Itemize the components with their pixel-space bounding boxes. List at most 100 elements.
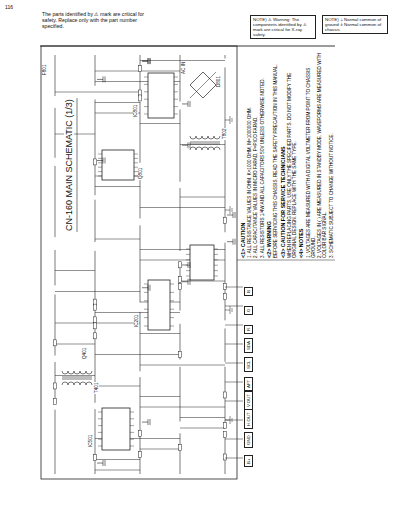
ground-symbol	[232, 118, 233, 122]
bus-wire	[55, 166, 56, 237]
ic-pin	[214, 254, 218, 255]
ground-symbol	[232, 308, 233, 312]
capacitor-plate	[105, 460, 106, 466]
bus-wire	[55, 250, 56, 286]
wire	[180, 144, 225, 145]
ic-pin	[170, 300, 174, 301]
wire	[140, 123, 180, 124]
ic-pin	[98, 432, 102, 433]
capacitor-plate	[235, 212, 236, 218]
notes-panel: <1> CAUTION1. ALL RESISTANCE VALUES IN O…	[239, 50, 335, 258]
ic-package	[190, 245, 214, 280]
wire	[140, 333, 180, 334]
ic-pin	[144, 91, 148, 92]
wire	[140, 407, 225, 408]
wire	[180, 428, 225, 429]
part-name: IC201	[134, 314, 139, 328]
resistor-symbol	[94, 333, 97, 339]
capacitor-plate	[142, 287, 148, 288]
transformer-core	[190, 144, 220, 145]
wire	[55, 92, 140, 93]
transformer-coil	[190, 147, 220, 150]
wire	[140, 365, 225, 366]
pin-name: R	[244, 325, 253, 334]
connector-lead	[225, 287, 243, 288]
ic-pin	[98, 425, 102, 426]
note-text: 3. SCHEMATIC SUBJECT TO CHANGE WITHOUT N…	[329, 50, 334, 258]
ic-pin	[144, 309, 148, 310]
frame-line	[40, 46, 335, 47]
ic-pin	[174, 99, 178, 100]
ic-pin	[170, 309, 174, 310]
resistor-symbol	[224, 293, 227, 299]
ic-package	[148, 280, 170, 330]
bus-wire	[95, 251, 96, 320]
note-text: 3. ALL RESISTORS 1/4W AND ALL CAPACITORS…	[260, 50, 265, 258]
resistor-symbol	[224, 283, 227, 289]
bus-wire	[55, 410, 56, 474]
pin-name: V.OUT	[244, 391, 253, 410]
ic-pin	[130, 446, 134, 447]
capacitor-plate	[150, 285, 151, 291]
capacitor-plate	[188, 262, 189, 268]
ic-pin	[130, 432, 134, 433]
capacitor-plate	[97, 160, 103, 161]
bus-wire	[225, 367, 226, 429]
pin-name: B	[244, 287, 253, 296]
pin-name: SDA	[244, 338, 253, 353]
wire	[55, 375, 95, 376]
wire	[180, 417, 225, 418]
wire	[95, 71, 180, 72]
wire	[180, 197, 225, 198]
capacitor-plate	[103, 157, 104, 163]
wire	[140, 449, 180, 450]
pin-name: SCL	[244, 357, 253, 372]
resistor-symbol	[139, 451, 142, 457]
ic-pin	[174, 84, 178, 85]
resistor-symbol	[179, 445, 182, 451]
ic-pin	[144, 284, 148, 285]
ic-pin	[170, 326, 174, 327]
diode-bridge	[190, 72, 216, 98]
resistor-symbol	[139, 66, 142, 72]
bus-wire	[225, 67, 226, 128]
wire	[95, 386, 140, 387]
part-name: IC801	[133, 104, 138, 118]
ic-pin	[98, 176, 102, 177]
diode-bridge	[190, 72, 216, 98]
pin-name: B+	[244, 456, 253, 468]
ic-package	[148, 73, 174, 118]
ic-pin	[98, 167, 102, 168]
ground-symbol	[225, 120, 230, 121]
ic-pin	[170, 292, 174, 293]
bus-wire	[55, 295, 56, 356]
ic-pin	[174, 114, 178, 115]
pin-name: AFT	[244, 377, 253, 391]
bus-wire	[180, 188, 181, 251]
resistor-symbol	[94, 323, 97, 329]
ic-pin	[174, 91, 178, 92]
note-text: WHEN REPLACING PARTS, USE ONLY THE SPECI…	[287, 50, 298, 258]
ic-pin	[144, 114, 148, 115]
part-name: Q801	[138, 167, 143, 180]
capacitor-plate	[103, 76, 104, 82]
capacitor-plate	[182, 264, 188, 265]
ic-pin	[98, 412, 102, 413]
note-text: 2. ALL CAPACITANCE VALUES IN MICRO FARAD…	[253, 50, 258, 258]
capacitor-plate	[190, 142, 191, 148]
capacitor-plate	[105, 76, 106, 82]
warning-box: NOTE) ⚠ Warning: The components identifi…	[250, 15, 316, 39]
capacitor-plate	[103, 460, 104, 466]
resistor-symbol	[54, 340, 57, 346]
ic-pin	[98, 446, 102, 447]
ic-pin	[144, 292, 148, 293]
wire	[180, 281, 225, 282]
resistor-symbol	[94, 304, 97, 310]
capacitor-plate	[150, 58, 151, 64]
ic-pin	[134, 158, 138, 159]
capacitor-plate	[148, 58, 149, 64]
capacitor-plate	[142, 60, 148, 61]
wire	[55, 323, 140, 324]
wire	[55, 134, 95, 135]
connector-lead	[225, 420, 243, 421]
